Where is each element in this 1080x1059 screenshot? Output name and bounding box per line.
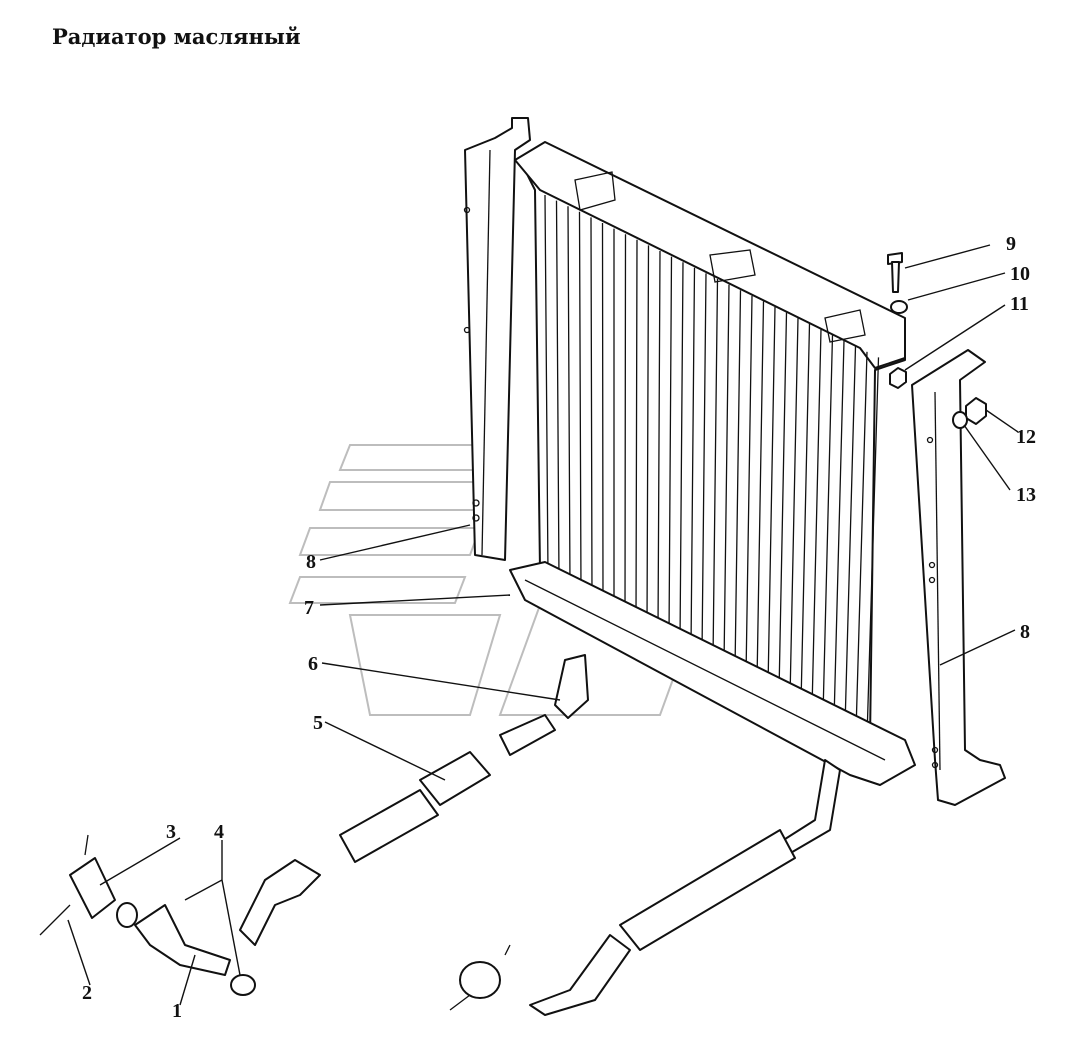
radiator-core	[509, 141, 916, 786]
callout-7: 7	[304, 597, 314, 619]
fasteners	[887, 252, 987, 429]
callout-6: 6	[308, 653, 318, 675]
callout-8-right: 8	[1020, 621, 1030, 643]
callout-9: 9	[1006, 233, 1016, 255]
callout-1: 1	[172, 1000, 182, 1022]
callout-12: 12	[1016, 426, 1036, 448]
left-bracket	[463, 117, 531, 561]
callout-11: 11	[1010, 293, 1029, 315]
callout-13: 13	[1016, 484, 1036, 506]
callout-2: 2	[82, 982, 92, 1004]
leader-lines	[67, 244, 1019, 1006]
callout-5: 5	[313, 712, 323, 734]
callout-labels: 1 2 3 4 5 6 7 8 8 9 10 11 12 13	[82, 233, 1036, 1022]
callout-8-left: 8	[306, 551, 316, 573]
hose-fittings	[39, 654, 841, 1016]
diagram-title: Радиатор масляный	[52, 24, 301, 49]
callout-10: 10	[1010, 263, 1030, 285]
right-bracket	[911, 349, 1006, 806]
callout-4: 4	[214, 821, 224, 843]
callout-3: 3	[166, 821, 176, 843]
